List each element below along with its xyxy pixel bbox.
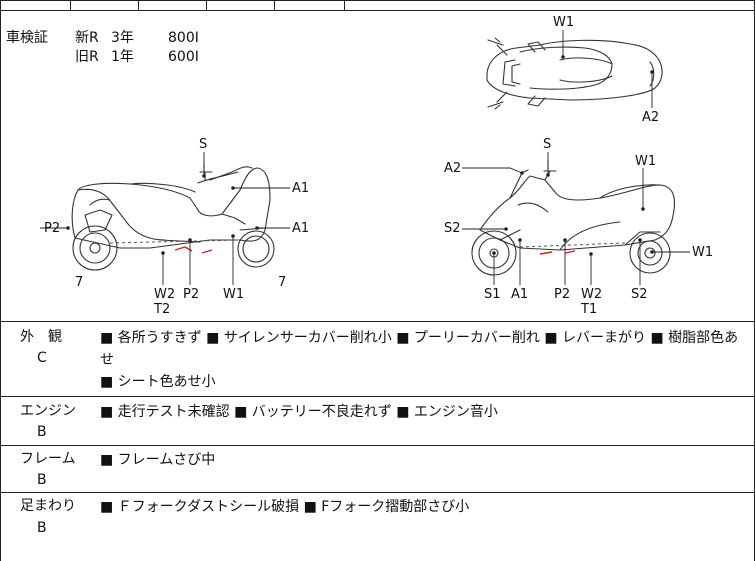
- top-view-scooter: [486, 37, 663, 110]
- label-right-a2: A2: [444, 161, 462, 176]
- label-left-w2: W2: [154, 287, 176, 302]
- inspection-kind: 新R: [75, 30, 99, 46]
- label-left-7: 7: [278, 275, 287, 290]
- note-line: ■ シート色あせ小: [100, 374, 216, 391]
- label-top-a2: A2: [642, 110, 660, 125]
- note-line: ■ Ｆフォークダストシール破損 ■ Fフォーク摺動部さび小: [100, 499, 470, 515]
- scooter-diagrams: [40, 30, 690, 285]
- top-row-bottom-border: [0, 10, 755, 11]
- section-notes-suspension: ■ Ｆフォークダストシール破損 ■ Fフォーク摺動部さび小: [100, 497, 750, 519]
- section-grade-suspension: B: [37, 520, 47, 536]
- note-line: ■ フレームさび中: [100, 452, 216, 468]
- note-line: ■ 走行テスト未確認 ■ バッテリー不良走れず ■ エンジン音小: [100, 404, 498, 420]
- section-grade-frame: B: [37, 472, 47, 488]
- section-notes-frame: ■ フレームさび中: [100, 450, 750, 472]
- top-row-divider: [274, 0, 275, 10]
- left-side-scooter: [71, 162, 275, 271]
- inspection-price: 800Ι: [168, 30, 199, 46]
- top-row-divider: [206, 0, 207, 10]
- section-notes-exterior: ■ 各所うすきず ■ サイレンサーカバー削れ小 ■ プーリーカバー削れ ■ レバ…: [100, 328, 750, 394]
- label-left-p2: P2: [183, 287, 200, 302]
- label-right-a1: A1: [511, 287, 529, 302]
- note-line: ■ 各所うすきず ■ サイレンサーカバー削れ小 ■ プーリーカバー削れ ■ レバ…: [100, 330, 739, 368]
- label-right-s1: S1: [484, 287, 501, 302]
- section-divider: [0, 396, 755, 397]
- label-right-w1: W1: [692, 245, 714, 260]
- label-left-s: S: [199, 137, 208, 152]
- section-notes-engine: ■ 走行テスト未確認 ■ バッテリー不良走れず ■ エンジン音小: [100, 402, 750, 424]
- label-right-s2: S2: [444, 221, 461, 236]
- label-right-t1: T1: [581, 302, 598, 317]
- section-grade-exterior: C: [37, 350, 47, 366]
- section-title-frame: フレーム: [20, 451, 76, 467]
- inspection-label: 車検証: [6, 30, 48, 46]
- label-left-w1: W1: [223, 287, 245, 302]
- section-grade-engine: B: [37, 424, 47, 440]
- label-top-w1: W1: [553, 15, 575, 30]
- label-left-a1: A1: [292, 221, 310, 236]
- label-left-t2: T2: [154, 302, 171, 317]
- top-border: [0, 0, 755, 1]
- top-row-divider: [138, 0, 139, 10]
- label-right-s: S: [543, 137, 552, 152]
- label-right-p2: P2: [554, 287, 571, 302]
- section-title-engine: エンジン: [20, 403, 76, 419]
- inspection-term: 1年: [111, 49, 134, 65]
- diagram-bottom-border: [0, 321, 755, 322]
- inspection-kind: 旧R: [75, 49, 99, 65]
- label-left-7: 7: [75, 275, 84, 290]
- section-title-exterior: 外 観: [20, 329, 62, 345]
- section-divider: [0, 445, 755, 446]
- label-right-w1: W1: [635, 154, 657, 169]
- right-side-scooter: [471, 160, 676, 276]
- inspection-term: 3年: [111, 30, 134, 46]
- top-row-divider: [70, 0, 71, 10]
- section-title-suspension: 足まわり: [20, 498, 76, 514]
- label-right-s2: S2: [631, 287, 648, 302]
- label-left-p2: P2: [44, 221, 61, 236]
- top-row-divider: [344, 0, 345, 10]
- label-left-a1: A1: [292, 181, 310, 196]
- label-right-w2: W2: [581, 287, 603, 302]
- inspection-price: 600Ι: [168, 49, 199, 65]
- section-divider: [0, 492, 755, 493]
- left-border: [0, 0, 1, 561]
